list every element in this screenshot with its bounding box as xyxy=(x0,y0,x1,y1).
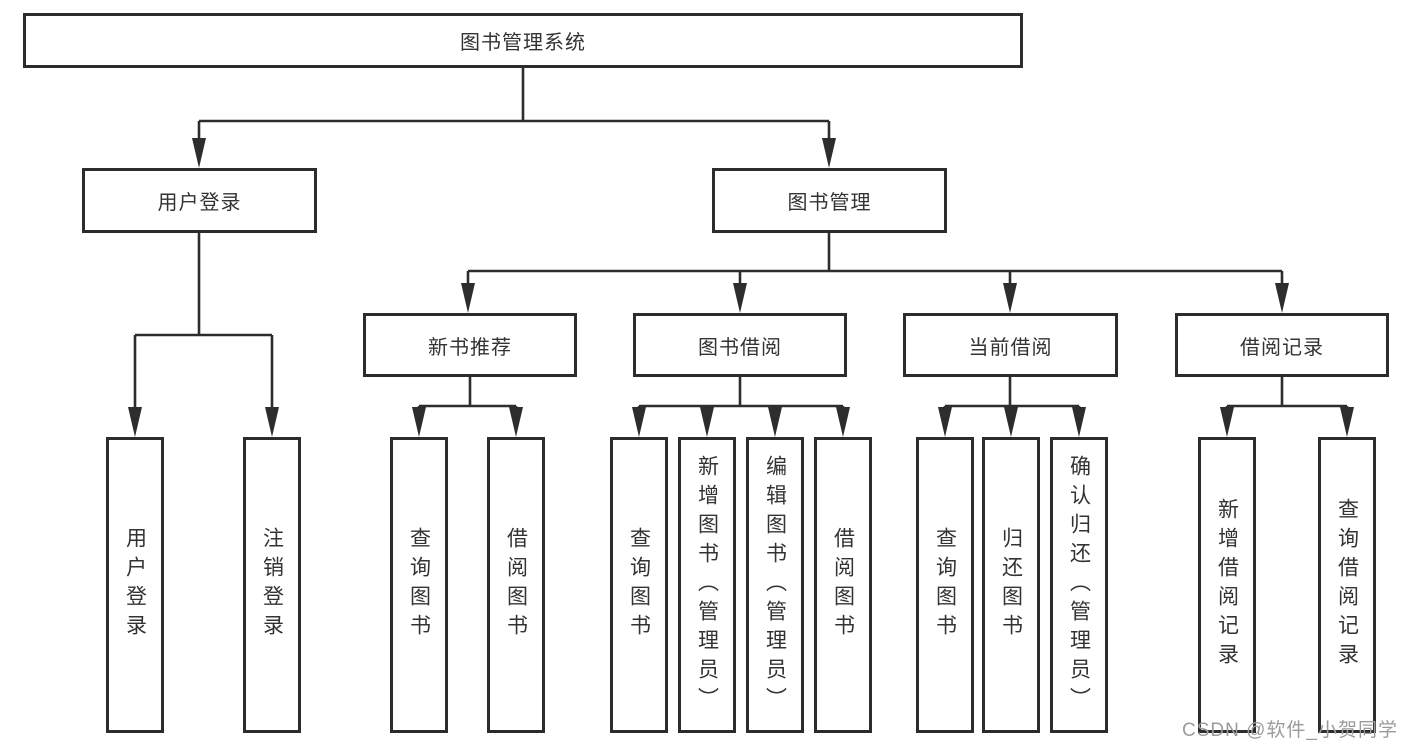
leaf-borrow-edit-books-admin: 编辑图书（管理员） xyxy=(746,437,804,733)
node-borrowing-records-label: 借阅记录 xyxy=(1240,336,1324,359)
node-book-borrowing: 图书借阅 xyxy=(633,313,847,377)
arrowhead xyxy=(412,407,426,437)
arrowhead xyxy=(938,407,952,437)
arrowhead xyxy=(836,407,850,437)
node-book-management-label: 图书管理 xyxy=(787,192,872,214)
leaf-borrow-add-books-admin-label: 新增图书（管理员） xyxy=(695,454,719,716)
node-current-borrowing-label: 当前借阅 xyxy=(968,336,1053,359)
leaf-current-return-books: 归还图书 xyxy=(982,437,1040,733)
leaf-borrow-query-books-label: 查询图书 xyxy=(627,527,651,643)
arrowhead xyxy=(1004,407,1018,437)
leaf-rec-borrow-books-label: 借阅图书 xyxy=(504,527,528,643)
node-user-login: 用户登录 xyxy=(82,168,317,233)
leaf-current-confirm-return-admin-label: 确认归还（管理员） xyxy=(1067,454,1091,716)
arrowhead xyxy=(768,407,782,437)
arrowhead xyxy=(632,407,646,437)
leaf-current-return-books-label: 归还图书 xyxy=(999,527,1023,643)
leaf-rec-borrow-books: 借阅图书 xyxy=(487,437,545,733)
leaf-user-login: 用户登录 xyxy=(106,437,164,733)
arrowhead xyxy=(1072,407,1086,437)
node-book-management: 图书管理 xyxy=(712,168,947,233)
leaf-borrow-borrow-books: 借阅图书 xyxy=(814,437,872,733)
leaf-records-add-record-label: 新增借阅记录 xyxy=(1215,498,1239,672)
node-current-borrowing: 当前借阅 xyxy=(903,313,1118,377)
leaf-current-confirm-return-admin: 确认归还（管理员） xyxy=(1050,437,1108,733)
connector-login-children xyxy=(133,233,274,410)
node-library-management-system: 图书管理系统 xyxy=(23,13,1023,68)
arrowhead xyxy=(822,138,836,168)
leaf-records-query-record: 查询借阅记录 xyxy=(1318,437,1376,733)
leaf-rec-query-books: 查询图书 xyxy=(390,437,448,733)
leaf-logout: 注销登录 xyxy=(243,437,301,733)
arrowhead xyxy=(700,407,714,437)
node-new-book-recommend: 新书推荐 xyxy=(363,313,577,377)
node-user-login-label: 用户登录 xyxy=(157,192,242,214)
arrowhead xyxy=(265,407,279,437)
leaf-borrow-borrow-books-label: 借阅图书 xyxy=(831,527,855,643)
connector-borrow-children xyxy=(637,377,845,410)
connector-mgmt-bus xyxy=(466,233,1284,285)
connector-records-children xyxy=(1225,377,1349,410)
arrowhead xyxy=(733,283,747,313)
arrowhead xyxy=(1275,283,1289,313)
arrowhead xyxy=(1340,407,1354,437)
arrowhead xyxy=(1003,283,1017,313)
node-library-management-system-label: 图书管理系统 xyxy=(460,32,586,54)
leaf-rec-query-books-label: 查询图书 xyxy=(407,527,431,643)
connector-rec-children xyxy=(417,377,518,410)
arrowhead xyxy=(509,407,523,437)
leaf-current-query-books-label: 查询图书 xyxy=(933,527,957,643)
leaf-borrow-query-books: 查询图书 xyxy=(610,437,668,733)
leaf-borrow-edit-books-admin-label: 编辑图书（管理员） xyxy=(763,454,787,716)
arrowhead xyxy=(192,138,206,168)
arrowhead xyxy=(128,407,142,437)
leaf-records-query-record-label: 查询借阅记录 xyxy=(1335,498,1359,672)
leaf-logout-label: 注销登录 xyxy=(260,527,284,643)
leaf-records-add-record: 新增借阅记录 xyxy=(1198,437,1256,733)
leaf-user-login-label: 用户登录 xyxy=(123,527,147,643)
arrowhead xyxy=(461,283,475,313)
leaf-current-query-books: 查询图书 xyxy=(916,437,974,733)
csdn-watermark: CSDN @软件_小贺同学 xyxy=(1182,720,1398,741)
connector-current-children xyxy=(943,377,1081,410)
node-borrowing-records: 借阅记录 xyxy=(1175,313,1389,377)
leaf-borrow-add-books-admin: 新增图书（管理员） xyxy=(678,437,736,733)
arrowhead xyxy=(1220,407,1234,437)
connector-root-drop xyxy=(197,68,831,140)
node-new-book-recommend-label: 新书推荐 xyxy=(428,336,512,359)
node-book-borrowing-label: 图书借阅 xyxy=(698,336,782,359)
